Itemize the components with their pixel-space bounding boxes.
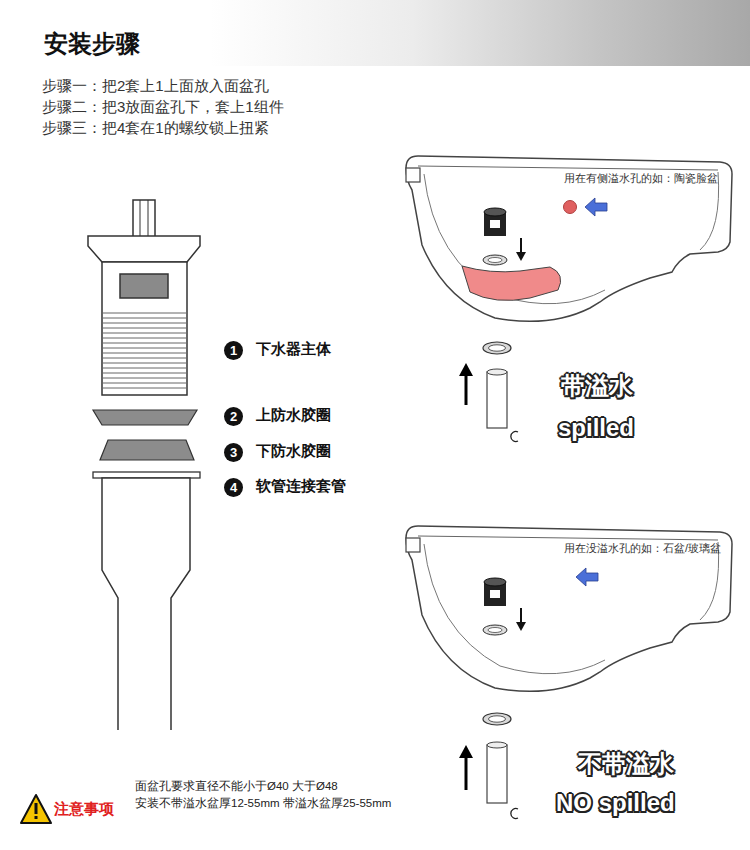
pointer-arrow — [576, 568, 598, 586]
thread-line — [103, 313, 186, 314]
pointer-arrow — [585, 198, 607, 216]
mini-ring-hole — [488, 628, 502, 633]
callout-number: 2 — [224, 407, 243, 426]
upper-gasket — [93, 410, 197, 425]
basin-bowl — [424, 544, 605, 674]
tube-top — [487, 742, 507, 748]
thread-line — [103, 358, 186, 359]
mini-ring — [483, 255, 507, 265]
down-arrow — [520, 608, 522, 624]
down-arrow — [520, 238, 522, 254]
up-arrow — [465, 756, 468, 790]
type-label: 带溢水 — [561, 372, 633, 401]
basin-caption: 用在有侧溢水孔的如：陶瓷脸盆 — [564, 172, 718, 185]
type-label: NO spilled — [556, 789, 675, 818]
thread-line — [103, 333, 186, 334]
stem-line — [140, 200, 141, 236]
ring — [483, 342, 511, 354]
drain-body — [88, 200, 200, 395]
thread-line — [103, 348, 186, 349]
tube — [487, 745, 507, 803]
mini-drain-window — [490, 220, 500, 228]
tube-top — [487, 369, 507, 375]
part-name: 下水器主体 — [256, 340, 331, 358]
mini-drain-window — [490, 590, 500, 598]
parts-set — [459, 713, 518, 818]
stem-line — [148, 200, 149, 236]
basin-caption: 用在没溢水孔的如：石盆/玻璃盆 — [564, 542, 721, 555]
drain-thread — [103, 313, 186, 388]
ring-hole — [489, 716, 506, 722]
step-text: 步骤一：把2套上1上面放入面盆孔 — [42, 77, 269, 95]
basin: 用在没溢水孔的如：石盆/玻璃盆 — [400, 520, 740, 705]
thread-line — [103, 343, 186, 344]
thread-line — [103, 323, 186, 324]
arrow-head — [459, 363, 473, 376]
clip — [511, 809, 518, 819]
clip — [511, 432, 518, 442]
basin-body — [406, 156, 732, 321]
basin-lip — [406, 538, 420, 552]
basin-body — [406, 526, 732, 691]
mini-ring-hole — [488, 258, 502, 263]
sleeve-plate — [93, 472, 200, 478]
tube — [487, 372, 507, 428]
page-title: 安装步骤 — [44, 30, 140, 59]
thread-line — [103, 378, 186, 379]
part-name: 上防水胶圈 — [256, 406, 331, 424]
overflow-channel — [462, 266, 561, 300]
note-text: 安装不带溢水盆厚12-55mm 带溢水盆厚25-55mm — [135, 797, 391, 811]
basin-rim — [418, 536, 718, 540]
step-text: 步骤二：把3放面盆孔下，套上1组件 — [42, 98, 284, 116]
drain-flange — [88, 236, 200, 262]
warning-mark — [35, 803, 38, 814]
step-text: 步骤三：把4套在1的螺纹锁上扭紧 — [42, 119, 269, 137]
part-name: 软管连接套管 — [256, 477, 346, 495]
thread-line — [103, 363, 186, 364]
up-arrow — [465, 374, 468, 405]
arrow-head — [459, 745, 473, 758]
drain-slot — [120, 274, 168, 298]
thread-line — [103, 353, 186, 354]
drain-stem — [133, 200, 155, 237]
thread-line — [103, 383, 186, 384]
callout-number: 1 — [224, 341, 243, 360]
basin: 用在有侧溢水孔的如：陶瓷脸盆 — [400, 150, 740, 335]
ring — [483, 713, 511, 725]
part-name: 下防水胶圈 — [256, 442, 331, 460]
overflow-hole — [564, 201, 577, 214]
thread-line — [103, 368, 186, 369]
drain-housing — [102, 262, 187, 395]
basin-lip — [406, 168, 420, 182]
parts-set — [459, 342, 518, 442]
thread-line — [103, 388, 186, 389]
mini-drain-top — [484, 578, 506, 586]
note-text: 面盆孔要求直径不能小于Ø40 大于Ø48 — [135, 780, 338, 794]
sleeve-fade — [95, 730, 195, 750]
mini-ring — [483, 625, 507, 635]
ring-hole — [489, 345, 506, 351]
warning-title: 注意事项 — [54, 800, 114, 818]
warning-triangle — [21, 795, 51, 823]
arrow-head — [516, 252, 526, 261]
mini-drain-top — [484, 208, 506, 216]
thread-line — [103, 373, 186, 374]
thread-line — [103, 328, 186, 329]
type-label: 不带溢水 — [578, 750, 674, 779]
warning-dot — [35, 816, 38, 819]
arrow-head — [516, 622, 526, 631]
basin-bowl — [424, 174, 605, 304]
thread-line — [103, 338, 186, 339]
sleeve-tube — [102, 478, 190, 735]
callout-number: 3 — [224, 443, 243, 462]
callout-number: 4 — [224, 478, 243, 497]
thread-line — [103, 318, 186, 319]
type-label: spilled — [558, 414, 634, 443]
basin-rim — [418, 166, 718, 170]
lower-gasket — [100, 440, 194, 460]
warning-icon — [21, 795, 51, 823]
